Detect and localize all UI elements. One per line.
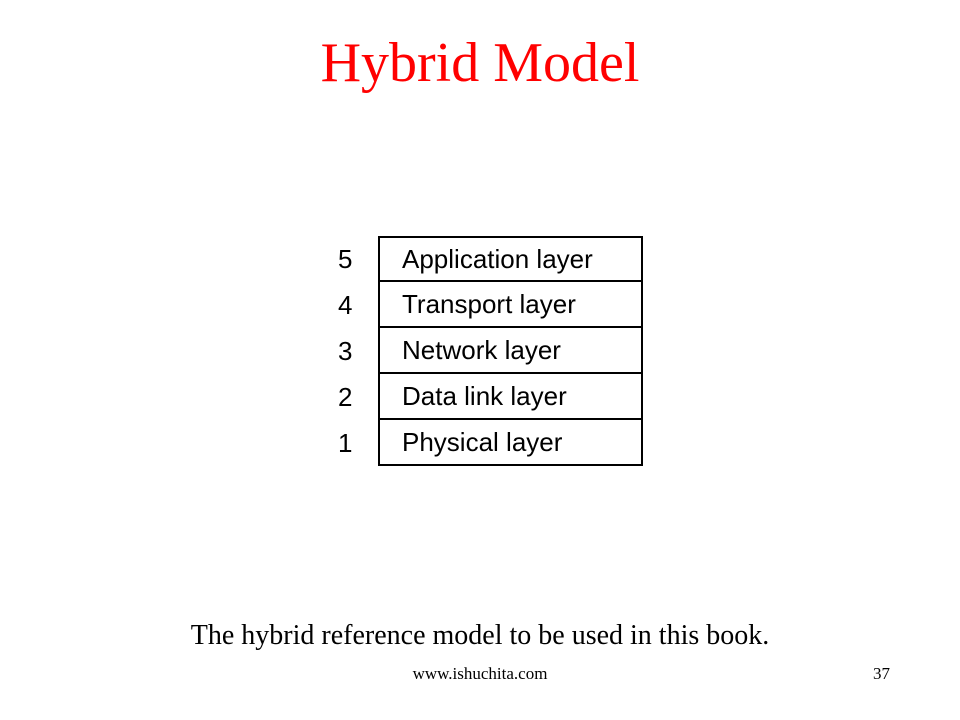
slide-title: Hybrid Model <box>320 32 640 94</box>
layer-name: Data link layer <box>402 381 567 411</box>
layer-row: 3 Network layer <box>330 328 645 374</box>
layer-number: 1 <box>338 428 353 458</box>
layer-name: Transport layer <box>402 289 576 319</box>
layer-stack-diagram: 5 Application layer 4 Transport layer 3 … <box>330 236 645 470</box>
layer-box: Application layer <box>378 236 643 282</box>
layer-box: Data link layer <box>378 374 643 420</box>
layer-row: 5 Application layer <box>330 236 645 282</box>
slide-number: 37 <box>873 664 890 683</box>
layer-name: Network layer <box>402 335 561 365</box>
layer-row: 4 Transport layer <box>330 282 645 328</box>
layer-name: Application layer <box>402 244 593 274</box>
figure-caption: The hybrid reference model to be used in… <box>190 620 770 651</box>
layer-number: 3 <box>338 336 353 366</box>
layer-number: 5 <box>338 244 353 274</box>
layer-number: 2 <box>338 382 353 412</box>
layer-row: 2 Data link layer <box>330 374 645 420</box>
layer-number: 4 <box>338 290 353 320</box>
layer-box: Network layer <box>378 328 643 374</box>
layer-box: Physical layer <box>378 420 643 466</box>
layer-row: 1 Physical layer <box>330 420 645 466</box>
footer-url: www.ishuchita.com <box>412 664 548 683</box>
layer-name: Physical layer <box>402 427 563 457</box>
layer-box: Transport layer <box>378 282 643 328</box>
